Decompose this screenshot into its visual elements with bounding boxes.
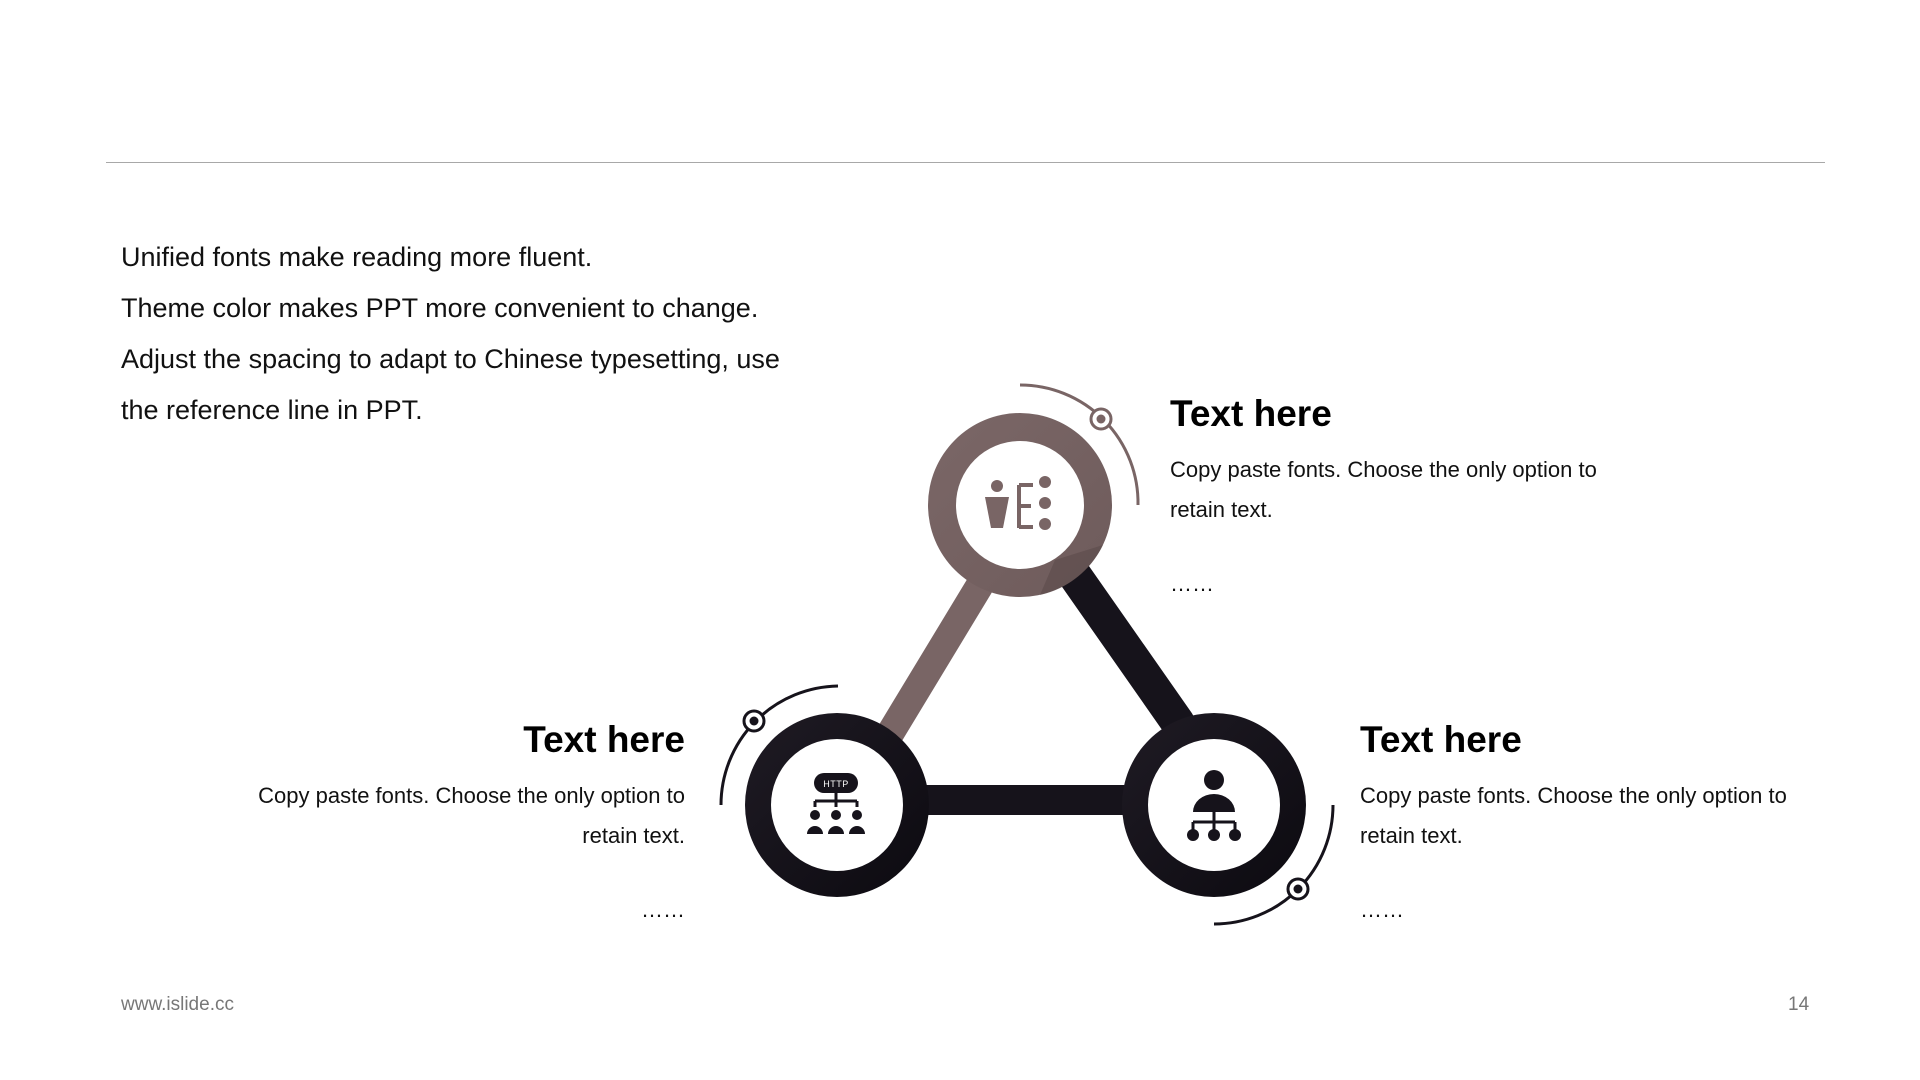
- http-network-icon: HTTP: [807, 773, 865, 834]
- node-top-arc-marker-dot: [1096, 414, 1106, 424]
- page-number: 14: [1788, 994, 1810, 1015]
- text-block-left: Text here Copy paste fonts. Choose the o…: [240, 718, 685, 922]
- intro-line-3: Adjust the spacing to adapt to Chinese t…: [121, 344, 780, 425]
- intro-line-2: Theme color makes PPT more convenient to…: [121, 293, 759, 323]
- header-rule: [106, 162, 1825, 163]
- node-top-ring-shade: [1040, 545, 1103, 595]
- text-block-right-title: Text here: [1360, 719, 1522, 760]
- http-icon-label: HTTP: [823, 779, 849, 789]
- text-block-left-ellipsis: ……: [641, 897, 685, 922]
- text-block-right: Text here Copy paste fonts. Choose the o…: [1360, 718, 1820, 922]
- text-block-right-body: Copy paste fonts. Choose the only option…: [1360, 783, 1787, 848]
- text-block-top: Text here Copy paste fonts. Choose the o…: [1170, 392, 1650, 596]
- intro-text: Unified fonts make reading more fluent. …: [121, 232, 801, 436]
- presenter-icon: [985, 476, 1051, 530]
- intro-line-1: Unified fonts make reading more fluent.: [121, 242, 593, 272]
- text-block-left-body: Copy paste fonts. Choose the only option…: [258, 783, 685, 848]
- text-block-top-title: Text here: [1170, 393, 1332, 434]
- text-block-top-ellipsis: ……: [1170, 571, 1214, 596]
- text-block-right-ellipsis: ……: [1360, 897, 1404, 922]
- text-block-left-title: Text here: [523, 719, 685, 760]
- node-right-arc-marker-dot: [1293, 884, 1303, 894]
- node-top: [928, 383, 1140, 597]
- node-right: [1122, 713, 1335, 926]
- text-block-top-body: Copy paste fonts. Choose the only option…: [1170, 457, 1597, 522]
- org-chart-icon: [1187, 770, 1241, 841]
- node-left-arc-marker-dot: [749, 716, 759, 726]
- footer-url[interactable]: www.islide.cc: [121, 994, 234, 1015]
- node-left: HTTP: [719, 684, 929, 897]
